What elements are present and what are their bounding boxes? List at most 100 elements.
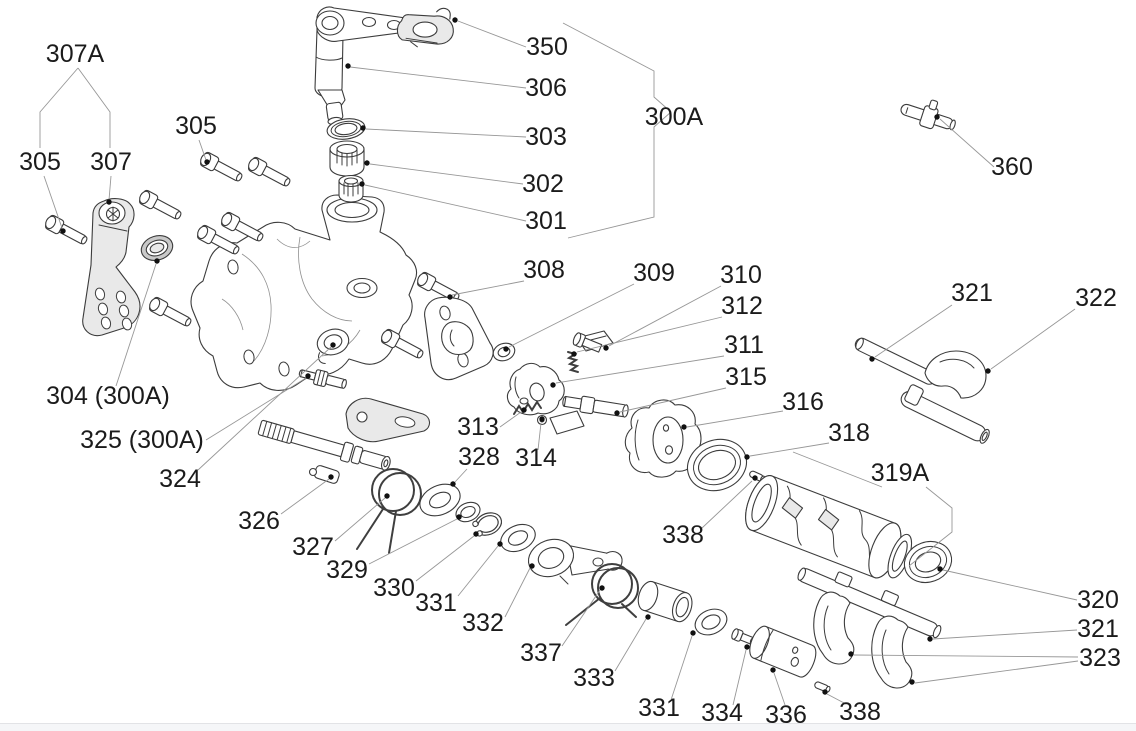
part-338-dowel-pin-lower (813, 680, 832, 694)
part-label-338-mid: 338 (662, 521, 704, 549)
leader-line-327 (334, 497, 386, 542)
leader-dot-337 (599, 585, 605, 591)
leader-line-328 (454, 468, 468, 483)
part-307-gear-shift-lever (82, 198, 141, 337)
part-326-splined-shift-shaft (257, 397, 431, 484)
part-320-ball-bearing (903, 540, 953, 584)
part-label-316: 316 (782, 388, 824, 416)
leader-dot-333 (645, 614, 651, 620)
leader-line-308 (451, 280, 525, 296)
part-324-bushing-plug (316, 328, 350, 364)
leader-line-305-top (198, 139, 207, 161)
leader-line-323 (914, 660, 1079, 684)
part-302-needle-bearing (329, 140, 365, 177)
leader-line-320 (942, 569, 1078, 601)
part-label-302: 302 (522, 170, 564, 198)
leader-dot-305-top (204, 159, 210, 165)
leader-line-338-bottom (826, 693, 847, 705)
bottom-page-strip (0, 723, 1136, 731)
leader-dot-360 (934, 114, 940, 120)
leader-line-318 (749, 442, 830, 457)
leader-line-350 (457, 20, 527, 48)
leader-dot-313 (521, 407, 527, 413)
part-label-306: 306 (525, 74, 567, 102)
part-label-311: 311 (724, 331, 764, 359)
leader-dot-307 (106, 199, 112, 205)
leader-dot-331-b (690, 630, 696, 636)
leader-lines-layer (39, 20, 1079, 706)
leader-line-338-mid (701, 480, 753, 529)
leader-line-314 (537, 422, 542, 451)
leader-dot-321-upper (869, 356, 875, 362)
part-337-torsion-spring (565, 563, 639, 626)
leader-line-307A (77, 67, 111, 148)
part-label-325: 325 (300A) (80, 426, 204, 454)
part-label-323: 323 (1079, 644, 1121, 672)
leader-dot-318 (744, 454, 750, 460)
part-label-300A: 300A (645, 103, 704, 131)
leader-line-321-lower (932, 629, 1078, 640)
part-label-329: 329 (326, 556, 368, 584)
part-360-roll-pin (900, 99, 956, 131)
part-325-set-screw (298, 369, 347, 389)
leader-dot-334 (744, 644, 750, 650)
leader-dot-306 (345, 63, 351, 69)
leader-line-311 (555, 355, 725, 384)
leader-line-307A (39, 67, 79, 148)
leader-line-330 (415, 535, 475, 582)
part-316-shift-cam-segment (624, 399, 702, 478)
part-label-308: 308 (523, 256, 565, 284)
part-label-315: 315 (725, 363, 767, 391)
part-305-bolt (146, 295, 195, 331)
part-305-bolt (136, 188, 185, 224)
part-label-330: 330 (373, 574, 415, 602)
leader-dot-304 (154, 258, 160, 264)
leader-dot-323 (909, 679, 915, 685)
part-331-washer-b (694, 608, 728, 636)
leader-line-319A (908, 486, 953, 567)
leader-dot-316 (681, 424, 687, 430)
part-label-332: 332 (462, 609, 504, 637)
leader-line-309 (508, 283, 635, 348)
part-303-seal-ring (326, 118, 366, 140)
part-label-309: 309 (633, 259, 675, 287)
leader-dot-324 (330, 342, 336, 348)
leader-dot-338-bottom (822, 689, 828, 695)
part-label-305-left: 305 (19, 148, 61, 176)
leader-dot-321-lower (927, 636, 933, 642)
leader-line-333 (614, 618, 647, 672)
part-label-312: 312 (721, 292, 763, 320)
part-label-321-lower: 321 (1077, 615, 1119, 643)
part-318-ball-bearing (686, 438, 748, 492)
part-309-washer (492, 342, 516, 362)
part-314-pin-with-plate (536, 410, 585, 435)
leader-dot-327 (384, 493, 390, 499)
part-label-327: 327 (292, 533, 334, 561)
part-336-locating-roller (749, 625, 817, 678)
leader-dot-314 (539, 416, 545, 422)
leader-dot-320 (937, 566, 943, 572)
part-305-bolt (42, 213, 91, 249)
part-305-bolt (197, 150, 246, 186)
leader-line-336 (773, 672, 786, 706)
part-label-314: 314 (515, 444, 557, 472)
part-311-ratchet-cam (506, 362, 565, 416)
leader-dot-305-left (60, 228, 66, 234)
leader-dot-328 (450, 481, 456, 487)
part-label-331-b: 331 (638, 694, 680, 722)
part-shift-housing (190, 194, 418, 391)
leader-dot-330 (473, 531, 479, 537)
part-label-318: 318 (828, 419, 870, 447)
part-label-333: 333 (573, 664, 615, 692)
part-350-clamp (396, 7, 454, 48)
leader-line-360 (939, 118, 995, 168)
leader-dot-331-a (497, 541, 503, 547)
part-313-coil-spring (513, 400, 542, 415)
part-328-support-washer (419, 483, 461, 517)
parts-layer (42, 6, 990, 694)
leader-dot-308 (447, 294, 453, 300)
part-label-326: 326 (238, 507, 280, 535)
part-305-bolt (245, 155, 294, 191)
